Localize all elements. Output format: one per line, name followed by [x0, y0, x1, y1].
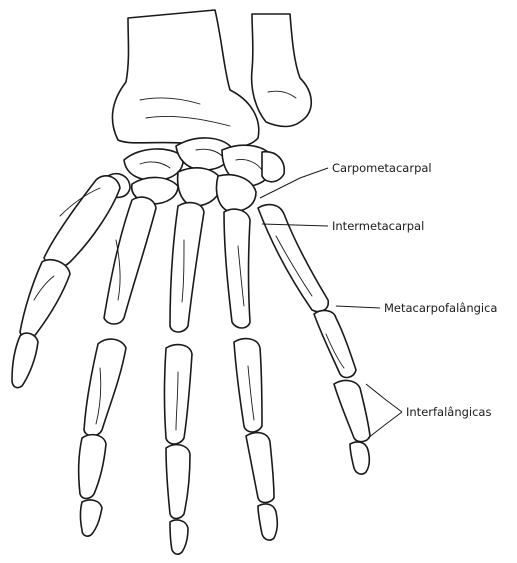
little-distal-phalanx [350, 442, 369, 474]
radius-bone [112, 10, 258, 148]
ring-metacarpal [224, 209, 250, 328]
leader-line-interfalangicas-1 [366, 384, 402, 412]
thumb-proximal-phalanx [20, 260, 70, 339]
middle-middle-phalanx [166, 445, 190, 519]
carpal-bone [178, 168, 222, 206]
ring-distal-phalanx [258, 504, 277, 540]
ring-proximal-phalanx [234, 339, 262, 432]
little-proximal-phalanx [314, 311, 356, 378]
forearm-bones [112, 10, 311, 148]
label-intermetacarpal: Intermetacarpal [332, 219, 424, 233]
little-finger-bones [258, 205, 370, 474]
carpal-bone [124, 149, 183, 180]
label-interfalangicas: Interfalângicas [406, 405, 491, 419]
ring-middle-phalanx [246, 433, 274, 503]
middle-metacarpal [170, 203, 204, 332]
middle-finger-bones [165, 203, 205, 555]
ulna-bone [252, 14, 312, 127]
label-metacarpofalangica: Metacarpofalângica [384, 301, 497, 315]
ring-finger-bones [224, 209, 277, 540]
index-metacarpal [104, 197, 156, 324]
index-distal-phalanx [81, 500, 103, 536]
index-finger-bones [79, 197, 156, 536]
index-proximal-phalanx [84, 339, 126, 436]
little-middle-phalanx [334, 381, 370, 442]
thumb-metacarpal [44, 176, 120, 267]
label-carpometacarpal: Carpometacarpal [332, 161, 432, 175]
thumb-distal-phalanx [12, 333, 38, 387]
index-middle-phalanx [79, 435, 106, 499]
middle-proximal-phalanx [165, 345, 193, 444]
carpal-bone [262, 152, 284, 182]
middle-distal-phalanx [170, 520, 188, 554]
little-metacarpal [258, 205, 328, 312]
leader-line-interfalangicas-2 [368, 412, 402, 438]
leader-line-metacarpofalangica [336, 306, 380, 308]
